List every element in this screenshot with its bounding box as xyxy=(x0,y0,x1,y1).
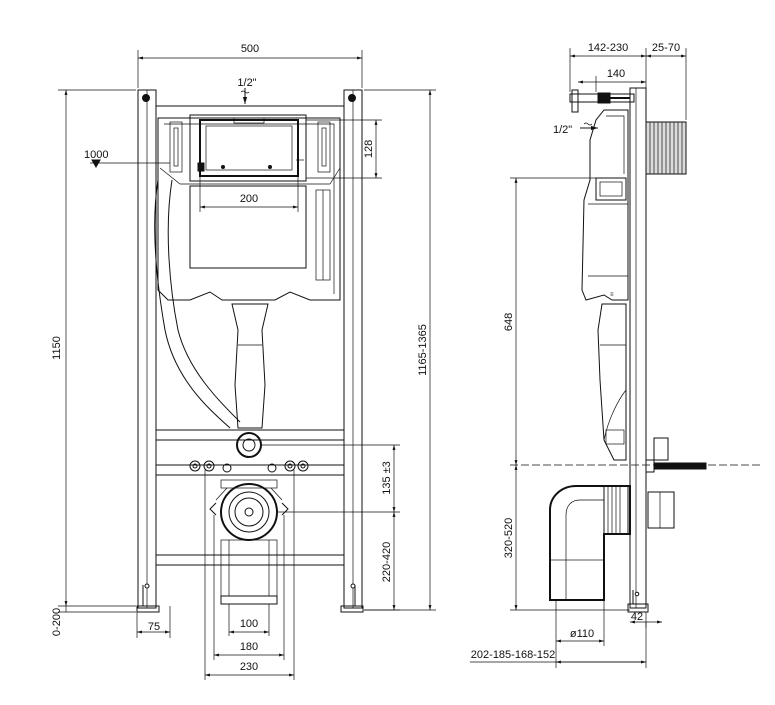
dim-100: 100 xyxy=(240,618,258,630)
dim-1000: 1000 xyxy=(84,149,108,161)
cistern-lower xyxy=(189,185,307,269)
side-view: ≡ 142-230 xyxy=(470,42,760,668)
frame-side xyxy=(629,87,647,609)
flush-outlet xyxy=(236,432,262,458)
dim-1165-1365: 1165-1365 xyxy=(417,324,429,376)
dim-200: 200 xyxy=(240,193,258,205)
flush-valve-side xyxy=(595,177,627,201)
panel-opening xyxy=(189,114,307,182)
dim-bottom-range: 202-185-168-152 xyxy=(471,649,555,661)
dim-42: 42 xyxy=(631,611,643,623)
dim-1150: 1150 xyxy=(51,336,63,360)
stud-bolt xyxy=(653,462,707,470)
drain-elbow xyxy=(549,485,631,601)
dim-142-230: 142-230 xyxy=(588,42,628,54)
svg-text:≡: ≡ xyxy=(610,292,614,298)
cistern-side xyxy=(581,109,629,301)
dim-180: 180 xyxy=(240,641,258,653)
flush-pipe-side xyxy=(597,303,627,461)
dim-135: 135 ±3 xyxy=(381,461,393,495)
dim-220-420: 220-420 xyxy=(381,542,393,582)
flush-pipe xyxy=(231,303,269,429)
dim-25-70: 25-70 xyxy=(652,42,680,54)
cistern-body xyxy=(157,117,341,301)
dim-diameter: ø110 xyxy=(570,628,594,640)
dim-supply-front: 1/2" xyxy=(237,77,256,89)
dim-140: 140 xyxy=(607,68,625,80)
flush-valve-frame xyxy=(199,119,299,177)
dim-500: 500 xyxy=(241,43,259,55)
front-view: 500 1/2" 1150 1165-1365 1000 128 200 135… xyxy=(51,43,436,680)
dim-75: 75 xyxy=(148,621,160,633)
supply-hose xyxy=(154,179,231,429)
dim-320-520: 320-520 xyxy=(503,518,515,558)
dim-supply-side: 1/2" xyxy=(553,124,572,136)
dim-0-200: 0-200 xyxy=(51,608,63,636)
dim-230: 230 xyxy=(240,661,258,673)
dim-128: 128 xyxy=(363,140,375,158)
dim-648: 648 xyxy=(503,313,515,331)
